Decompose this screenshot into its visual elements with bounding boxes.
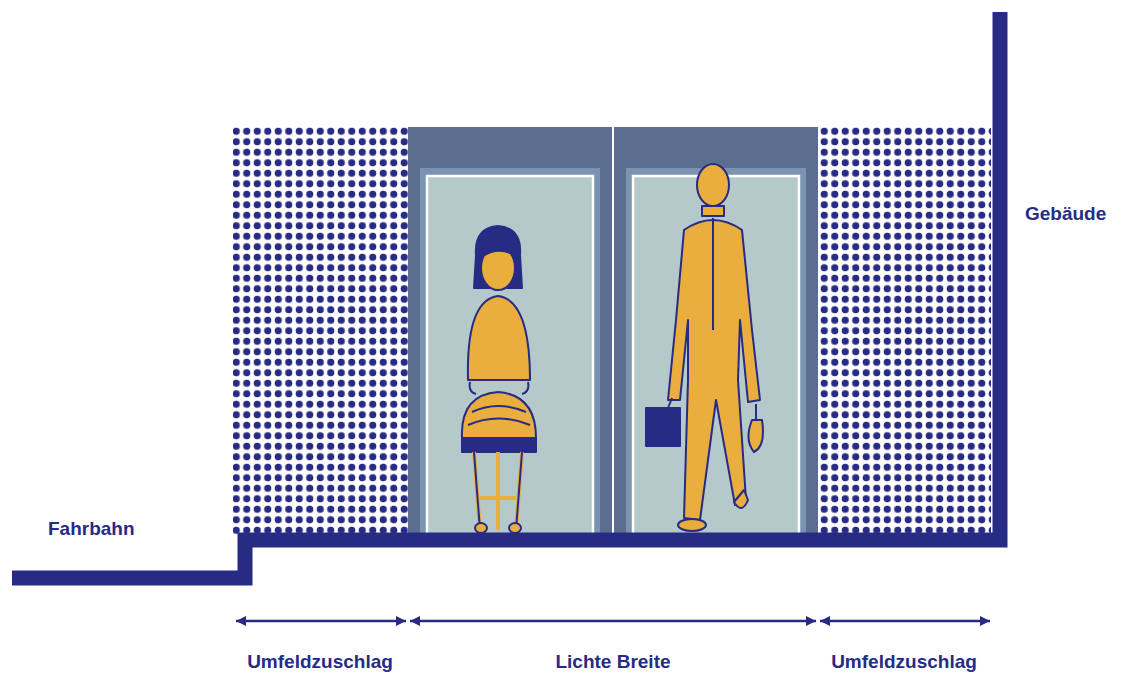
man-walking <box>646 164 763 531</box>
dimension-label: Umfeldzuschlag <box>247 651 393 674</box>
clear-width-panels <box>408 127 818 535</box>
building-label: Gebäude <box>1025 203 1106 226</box>
dotted-zone <box>818 127 991 535</box>
woman-with-pram <box>462 226 536 533</box>
dotted-zone <box>233 127 408 535</box>
road-label: Fahrbahn <box>48 518 135 541</box>
dimension-label: Umfeldzuschlag <box>831 651 977 674</box>
dimension-arrows <box>236 620 990 623</box>
dimension-label: Lichte Breite <box>555 651 670 674</box>
ground-profile <box>12 12 1000 578</box>
